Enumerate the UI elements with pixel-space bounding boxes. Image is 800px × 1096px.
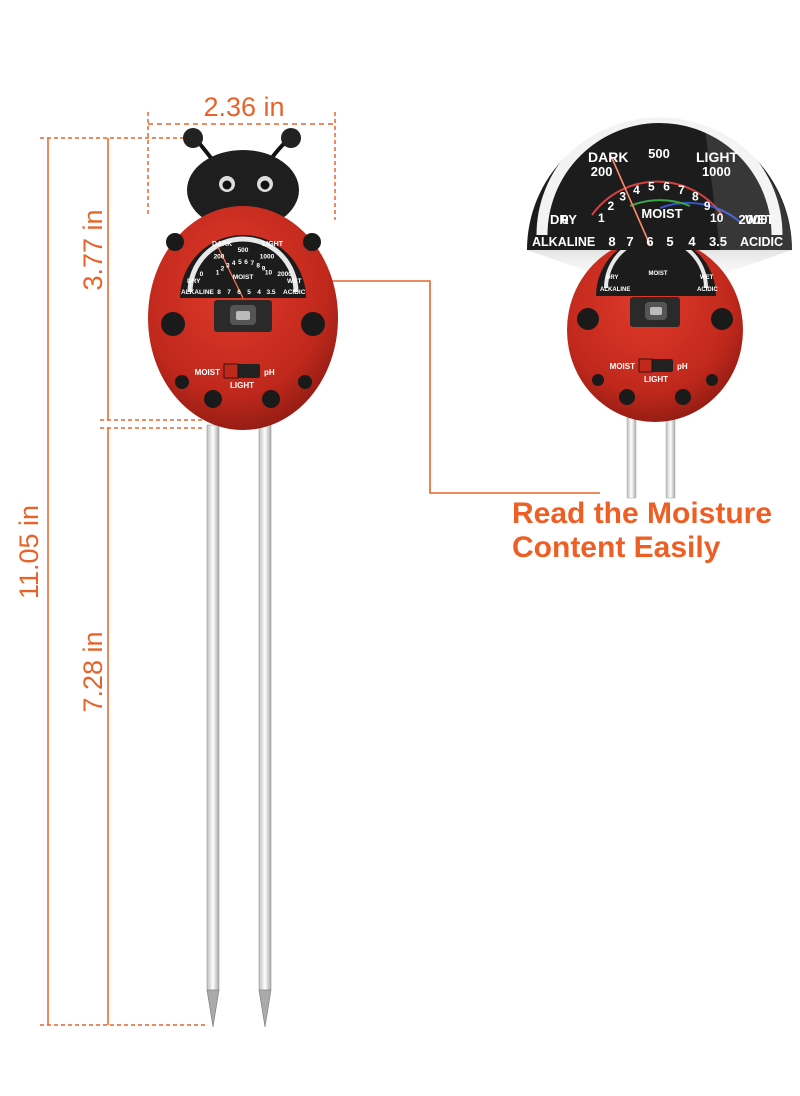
large-moist-tick-8: 9	[704, 199, 711, 213]
large-dry-label: DRY	[550, 212, 577, 227]
caption-line-2: Content Easily	[512, 531, 721, 564]
large-moist-tick-4: 5	[648, 179, 655, 193]
large-moist-tick-9: 10	[710, 211, 724, 225]
zoom-switch-moist: MOIST	[610, 362, 635, 371]
zoom-small-acidic: ACIDIC	[697, 287, 718, 293]
large-ph-tick-5: 3.5	[709, 234, 727, 249]
large-moist-label: MOIST	[641, 206, 682, 221]
large-ph-tick-3: 5	[666, 234, 673, 249]
large-moist-tick-1: 2	[607, 199, 614, 213]
probe-length-label: 7.28 in	[78, 631, 108, 712]
probe-left	[206, 424, 220, 991]
large-ph-tick-0: 8	[608, 234, 615, 249]
soil-meter-zoom: MOIST pH LIGHT DRY MOIST WET ALKALINE AC…	[527, 112, 792, 499]
large-moist-tick-7: 8	[692, 190, 699, 204]
switch-label-moist: MOIST	[195, 368, 220, 377]
small-moist-tick-3: 4	[232, 260, 236, 267]
head-height-label: 3.77 in	[78, 209, 108, 290]
caption-line-1: Read the Moisture	[512, 497, 773, 530]
feature-caption: Read the Moisture Content Easily	[512, 497, 800, 565]
large-moist-tick-3: 4	[633, 183, 640, 197]
ladybug-head	[187, 150, 299, 230]
small-moist-label: MOIST	[233, 274, 254, 281]
large-ph-tick-4: 4	[688, 234, 696, 249]
small-moist-tick-8: 9	[262, 266, 266, 273]
small-dry-label: DRY	[187, 278, 201, 285]
small-light-tick-4: 2000	[277, 271, 292, 278]
small-light-label: LIGHT	[262, 241, 284, 248]
large-alkaline-label: ALKALINE	[532, 235, 595, 249]
switch-label-light: LIGHT	[230, 381, 254, 390]
small-moist-tick-4: 5	[238, 259, 242, 266]
large-ph-tick-2: 6	[646, 234, 653, 249]
large-light-tick-2: 500	[648, 146, 670, 161]
zoom-small-dry: DRY	[606, 275, 618, 281]
small-moist-tick-2: 3	[226, 262, 230, 269]
large-light-tick-4: 2000	[739, 212, 768, 227]
small-acidic-label: ACIDIC	[283, 289, 306, 296]
large-moist-tick-6: 7	[678, 183, 685, 197]
small-moist-tick-0: 1	[216, 270, 220, 277]
small-ph-tick-2: 6	[237, 289, 241, 296]
width-label: 2.36 in	[203, 92, 284, 122]
small-moist-tick-6: 7	[250, 260, 254, 267]
small-light-tick-1: 200	[214, 253, 225, 260]
soil-meter-main: MOIST pH LIGHT DARK LIGHT DRY MOIST WET …	[148, 128, 338, 1028]
large-moist-tick-2: 3	[619, 190, 626, 204]
small-moist-tick-9: 10	[265, 270, 273, 277]
dimension-lines	[40, 112, 336, 1026]
small-light-tick-3: 1000	[260, 253, 275, 260]
small-ph-tick-5: 3.5	[266, 289, 275, 296]
small-light-scale: 0 200 500 1000 2000	[200, 247, 293, 278]
zoom-switch-ph: pH	[677, 362, 688, 371]
switch-label-ph: pH	[264, 368, 275, 377]
small-light-tick-2: 500	[238, 247, 249, 254]
large-acidic-label: ACIDIC	[740, 235, 783, 249]
large-ph-tick-1: 7	[626, 234, 633, 249]
probe-right	[258, 424, 272, 991]
gauge-needle	[610, 155, 651, 246]
small-moist-tick-7: 8	[256, 262, 260, 269]
zoom-small-wet: WET	[700, 275, 714, 281]
small-ph-tick-3: 5	[247, 289, 251, 296]
small-light-tick-0: 0	[200, 271, 204, 278]
small-ph-tick-1: 7	[227, 289, 231, 296]
zoom-small-moist: MOIST	[649, 271, 668, 277]
small-ph-tick-0: 8	[217, 289, 221, 296]
small-wet-label: WET	[287, 278, 301, 285]
large-light-scale: 0 200 500 1000 2000	[561, 146, 767, 227]
zoom-switch-light: LIGHT	[644, 375, 668, 384]
large-dark-label: DARK	[588, 149, 628, 165]
zoom-small-alkaline: ALKALINE	[600, 287, 630, 293]
callout-line	[270, 280, 600, 494]
large-light-tick-0: 0	[561, 212, 568, 227]
large-light-tick-1: 200	[591, 164, 613, 179]
small-alkaline-label: ALKALINE	[181, 289, 215, 296]
gauge-face-large	[527, 117, 792, 250]
large-wet-label: WET	[745, 212, 774, 227]
small-moist-tick-5: 6	[244, 259, 248, 266]
small-ph-tick-4: 4	[257, 289, 261, 296]
large-light-tick-3: 1000	[702, 164, 731, 179]
large-moist-tick-0: 1	[598, 211, 605, 225]
small-dark-label: DARK	[212, 241, 232, 248]
small-moist-tick-1: 2	[221, 266, 225, 273]
total-height-label: 11.05 in	[14, 505, 44, 599]
large-moist-tick-5: 6	[663, 179, 670, 193]
large-light-label: LIGHT	[696, 149, 738, 165]
